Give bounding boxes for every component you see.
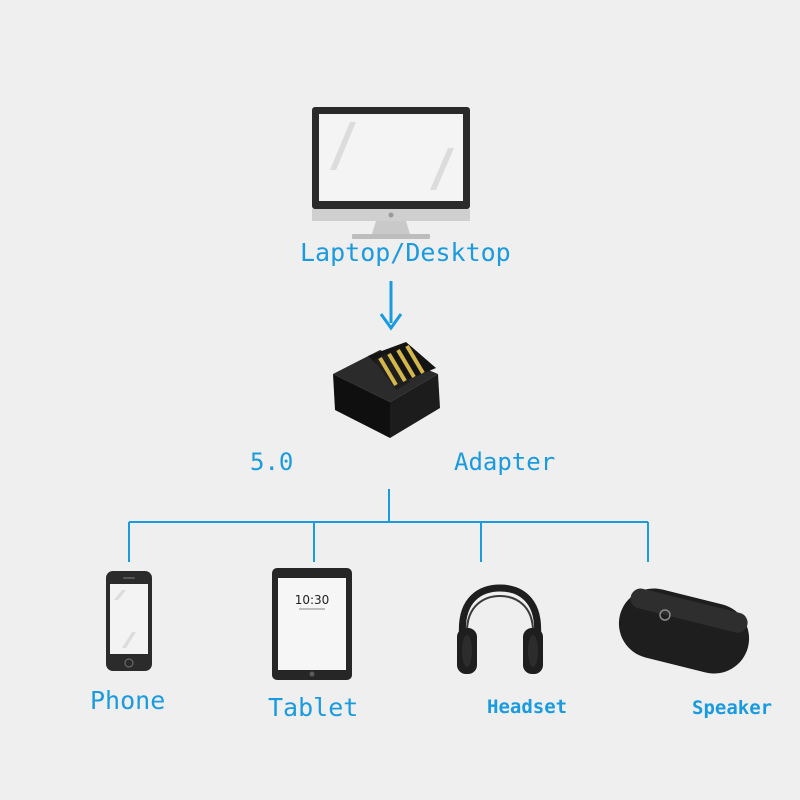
adapter-version-label: 5.0 — [250, 448, 294, 476]
device-label-speaker: Speaker — [692, 697, 773, 719]
connector-tree — [128, 489, 649, 562]
device-label-phone: Phone — [90, 686, 166, 715]
tablet-time: 10:30 — [295, 593, 330, 607]
hub-label: Laptop/Desktop — [300, 238, 511, 267]
phone-icon — [106, 571, 152, 671]
device-label-headset: Headset — [487, 696, 568, 718]
adapter-label: Adapter — [454, 448, 556, 476]
speaker-icon — [618, 588, 750, 674]
arrow-down-icon — [379, 281, 403, 331]
tablet-icon — [272, 568, 352, 680]
usb-adapter-icon — [333, 342, 440, 438]
headphones-icon — [457, 584, 543, 674]
device-label-tablet: Tablet — [268, 693, 359, 722]
monitor-icon — [312, 107, 470, 239]
tablet-date-line — [299, 608, 325, 610]
